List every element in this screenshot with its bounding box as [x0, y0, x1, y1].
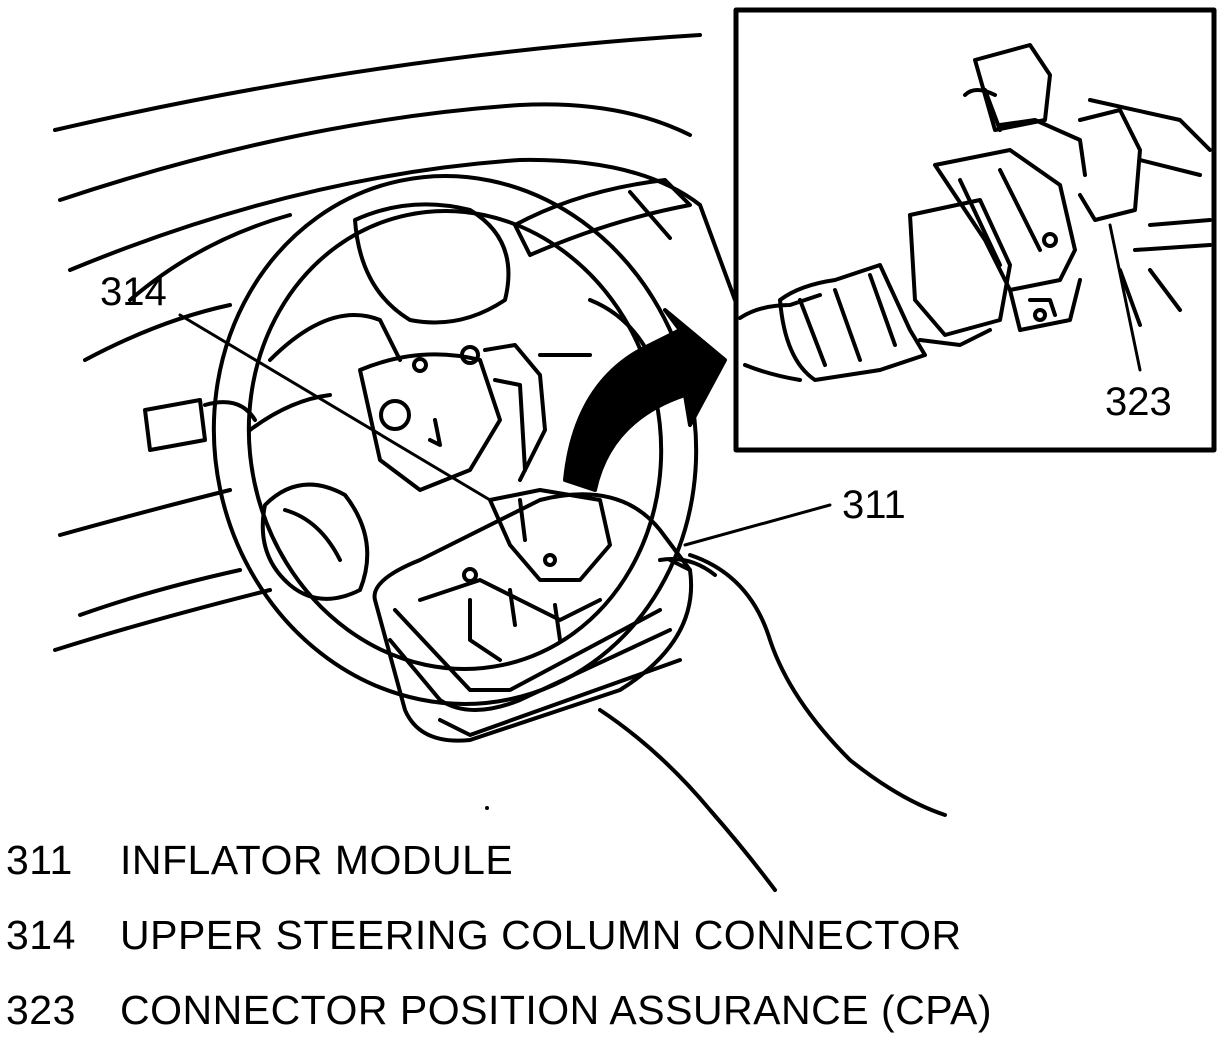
- legend-number: 314: [6, 912, 76, 958]
- dashboard-lines: [53, 33, 737, 652]
- hub-mechanism: [358, 343, 592, 492]
- inset-connector-detail: [738, 43, 1212, 382]
- scan-dot: [485, 806, 489, 810]
- dashboard-vents: [513, 178, 692, 257]
- wheel-hub-left: [260, 482, 370, 601]
- curved-arrow: [563, 308, 727, 492]
- hand-holding-module: [598, 553, 947, 892]
- inset-detail-frame: [733, 7, 1217, 453]
- leader-lines: [178, 223, 1142, 547]
- steering-column: [143, 398, 257, 452]
- legend-description: INFLATOR MODULE: [120, 837, 514, 883]
- legend-description: CONNECTOR POSITION ASSURANCE (CPA): [120, 987, 993, 1033]
- leader-314: [178, 313, 492, 502]
- legend-number: 323: [6, 987, 76, 1033]
- leader-323: [1108, 223, 1142, 372]
- inflator-module: [372, 488, 694, 743]
- callout-314: 314: [100, 270, 167, 314]
- legend-number: 311: [6, 837, 73, 883]
- callout-311: 311: [842, 483, 906, 527]
- leader-311: [683, 503, 832, 547]
- callout-323: 323: [1105, 380, 1172, 424]
- legend-description: UPPER STEERING COLUMN CONNECTOR: [120, 912, 962, 958]
